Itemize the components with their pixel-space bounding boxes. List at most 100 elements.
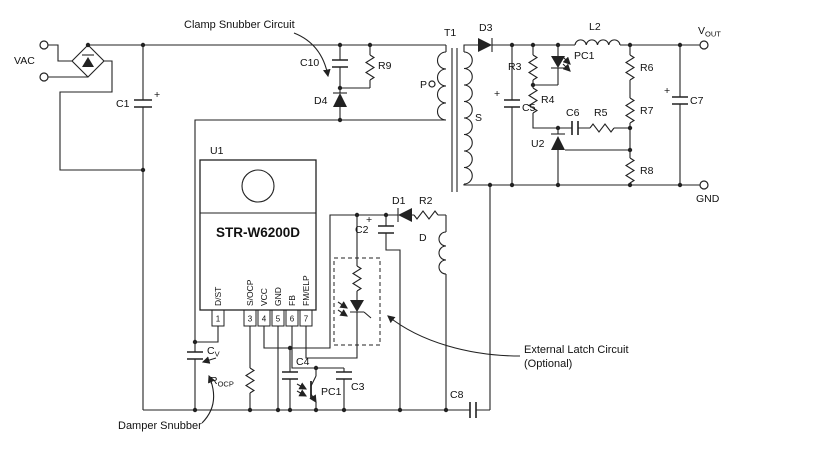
pin-name-fb: FB xyxy=(287,295,297,306)
annotation-latch-line2: (Optional) xyxy=(524,358,572,370)
res-r7 xyxy=(624,97,636,124)
wire-c2-branch xyxy=(385,215,401,410)
bridge-diode-icon xyxy=(82,57,94,67)
polarity-c7: + xyxy=(664,85,670,97)
label-vac: VAC xyxy=(14,55,35,67)
pin-num-3: 3 xyxy=(248,315,253,324)
pin-name-fmelp: FM/ELP xyxy=(301,275,311,306)
wire-clamp-snubber xyxy=(339,45,371,120)
label-r7: R7 xyxy=(640,105,654,117)
label-rocp: ROCP xyxy=(210,375,234,389)
annotation-latch-line1: External Latch Circuit xyxy=(524,344,629,356)
pin-name-dst: D/ST xyxy=(213,287,223,306)
t1-core xyxy=(451,48,458,192)
wiring xyxy=(48,44,700,411)
diode-d3 xyxy=(478,38,492,52)
cap-c3 xyxy=(336,371,352,380)
component-symbols xyxy=(39,38,709,418)
wire-latch-branch xyxy=(305,215,358,359)
label-c3: C3 xyxy=(351,381,365,393)
cap-c2 xyxy=(378,225,394,234)
cap-c5 xyxy=(504,99,520,108)
ind-l2 xyxy=(574,39,621,46)
res-latch xyxy=(351,265,363,292)
res-r4 xyxy=(527,87,539,114)
diode-d4 xyxy=(333,93,347,107)
vac-terminal-1 xyxy=(39,40,49,50)
junction-dots xyxy=(85,42,683,413)
polarity-c2: + xyxy=(366,214,372,226)
wire-drain xyxy=(194,119,446,410)
pc1-transistor-emitter xyxy=(309,393,317,403)
clamp-snubber-arrow xyxy=(293,32,331,78)
label-cv: CV xyxy=(207,345,220,359)
pin-num-1: 1 xyxy=(216,315,221,324)
t1-phase-dot xyxy=(428,80,436,88)
label-r5: R5 xyxy=(594,107,608,119)
pin-num-5: 5 xyxy=(276,315,281,324)
vout-terminal xyxy=(699,40,709,50)
cap-cv xyxy=(187,351,203,360)
ic-mounting-hole xyxy=(241,169,275,203)
res-r8 xyxy=(624,157,636,184)
label-c2: C2 xyxy=(355,224,369,236)
t1-aux-winding xyxy=(438,231,447,275)
wire-bottom-rail xyxy=(143,185,491,411)
pc1-transistor-collector xyxy=(310,375,317,387)
wire-vcc-net xyxy=(263,214,447,410)
latch-scr-icon xyxy=(350,300,364,312)
t1-secondary-winding xyxy=(463,51,473,185)
res-r6 xyxy=(624,54,636,81)
cap-c8 xyxy=(469,402,477,418)
pin-name-socp: S/OCP xyxy=(245,279,255,306)
annotation-arrows xyxy=(201,32,521,424)
cv-pointer-arrow xyxy=(201,356,217,364)
res-r9 xyxy=(364,54,376,81)
res-r5 xyxy=(589,123,615,133)
polarity-c5: + xyxy=(494,88,500,100)
latch-photo-arrow-1 xyxy=(337,301,348,309)
t1-primary-winding xyxy=(437,51,447,121)
cap-c7 xyxy=(672,96,688,105)
pc1-photo-arrow-1 xyxy=(296,382,308,390)
wire-pin1-link xyxy=(195,326,219,343)
pin-num-4: 4 xyxy=(262,315,267,324)
wire-r3-branch xyxy=(532,45,558,88)
label-winding-d: D xyxy=(419,232,427,244)
label-c10: C10 xyxy=(300,57,319,69)
pin-number-boxes xyxy=(211,309,313,327)
bridge-rectifier xyxy=(71,44,105,78)
latch-box xyxy=(333,257,381,346)
label-r6: R6 xyxy=(640,62,654,74)
pc1-led-arrow-1 xyxy=(562,56,571,65)
wire-vac-line1 xyxy=(48,44,72,62)
label-r9: R9 xyxy=(378,60,392,72)
label-d4: D4 xyxy=(314,95,328,107)
pin-name-gnd: GND xyxy=(273,287,283,306)
annotation-damper-snubber: Damper Snubber xyxy=(118,420,202,432)
u2-triangle xyxy=(551,136,565,150)
label-u2: U2 xyxy=(531,138,545,150)
external-latch-arrow xyxy=(387,315,521,357)
pc1-led-arrow-2 xyxy=(562,63,571,72)
ic-ref: U1 xyxy=(210,145,224,157)
label-d1: D1 xyxy=(392,195,406,207)
res-r2 xyxy=(413,210,439,220)
polarity-c1: + xyxy=(154,89,160,101)
pin-name-vcc: VCC xyxy=(259,288,269,306)
wire-secondary-gnd-rail xyxy=(463,184,700,186)
ic-package: STR-W6200D U1 D/ST S/OCP VCC GND FB FM/E… xyxy=(199,145,317,327)
cap-c1 xyxy=(134,99,152,108)
wire-bridge-negative xyxy=(59,60,143,171)
label-c6: C6 xyxy=(566,107,580,119)
label-c7: C7 xyxy=(690,95,704,107)
label-winding-s: S xyxy=(475,112,482,124)
diode-d1 xyxy=(398,208,412,222)
pc1-led-icon xyxy=(551,56,565,68)
label-vout: VOUT xyxy=(698,25,721,39)
damper-snubber-arrow xyxy=(201,374,216,424)
label-winding-p: P xyxy=(420,79,427,91)
label-pc1-led: PC1 xyxy=(574,50,595,62)
ic-part-number: STR-W6200D xyxy=(216,225,300,240)
